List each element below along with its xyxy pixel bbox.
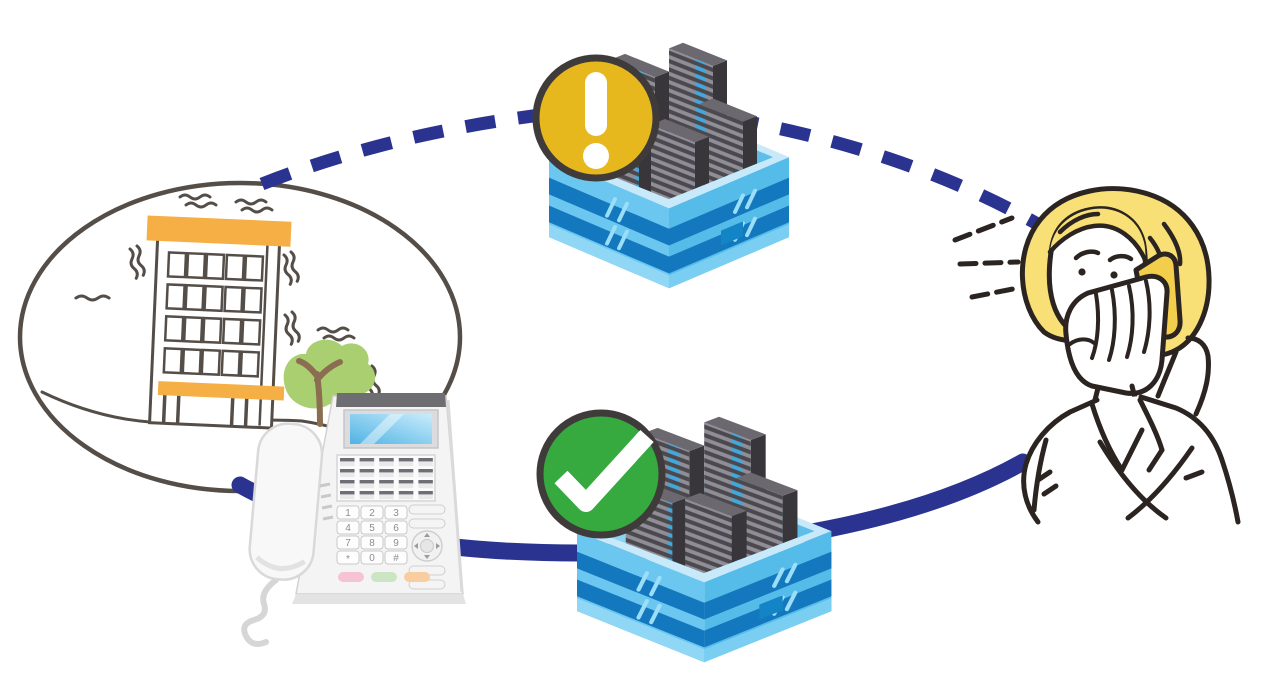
speech-emphasis-lines-icon (952, 215, 1021, 300)
keypad-key-star: * (336, 550, 360, 565)
keypad-key-4: 4 (336, 520, 360, 535)
keypad-key-1: 1 (336, 505, 360, 520)
phone-function-keys (336, 454, 436, 502)
phone-color-buttons (338, 572, 430, 582)
desk-phone: 1 2 3 4 5 6 7 8 9 * 0 # (241, 393, 466, 647)
svg-text:2: 2 (369, 508, 375, 519)
building (146, 215, 292, 430)
finger-lines (1068, 279, 1152, 362)
phone-display (343, 409, 439, 449)
phone-side-highlight (446, 399, 464, 593)
svg-text:9: 9 (393, 538, 399, 549)
svg-text:6: 6 (393, 523, 399, 534)
keypad-key-7: 7 (336, 535, 360, 550)
jacket-fill (1023, 396, 1238, 522)
phone-base-edge (292, 594, 466, 604)
keypad-key-2: 2 (360, 505, 384, 520)
checkmark-icon (554, 429, 654, 512)
svg-text:#: # (393, 553, 399, 564)
tree-canopy (283, 339, 376, 409)
backup-server (536, 409, 831, 662)
svg-text:8: 8 (369, 538, 375, 549)
phone-handset (248, 422, 324, 581)
eyebrows (1073, 249, 1134, 263)
jacket-lines (1021, 335, 1241, 525)
keypad-key-9: 9 (384, 535, 408, 550)
handset-cord (241, 577, 279, 647)
handset-hook-notches (319, 482, 334, 521)
keypad-key-8: 8 (360, 535, 384, 550)
keypad-key-hash: # (384, 550, 408, 565)
left-eye (1078, 268, 1086, 276)
primary-server (532, 42, 791, 291)
phone-keypad: 1 2 3 4 5 6 7 8 9 * 0 # (336, 505, 408, 565)
building-windows (162, 251, 265, 378)
svg-text:5: 5 (369, 523, 375, 534)
building-awning (157, 381, 285, 427)
building-roof-band (146, 215, 292, 247)
success-badge (536, 409, 666, 539)
warning-badge (532, 54, 660, 182)
svg-text:3: 3 (393, 508, 399, 519)
svg-text:7: 7 (345, 538, 351, 549)
svg-text:*: * (346, 554, 350, 565)
phone-nav-dial (411, 530, 443, 562)
svg-text:4: 4 (345, 523, 351, 534)
phone-top-bar (336, 393, 446, 407)
tree (283, 339, 376, 427)
keypad-key-5: 5 (360, 520, 384, 535)
keypad-key-3: 3 (384, 505, 408, 520)
hand-over-mouth (1063, 273, 1170, 396)
svg-text:0: 0 (369, 553, 375, 564)
right-eye (1110, 271, 1118, 279)
keypad-key-0: 0 (360, 550, 384, 565)
woman-on-phone (952, 186, 1241, 525)
exclamation-icon (583, 72, 609, 169)
svg-text:1: 1 (345, 508, 351, 519)
tree-trunk (296, 358, 343, 427)
keypad-key-6: 6 (384, 520, 408, 535)
